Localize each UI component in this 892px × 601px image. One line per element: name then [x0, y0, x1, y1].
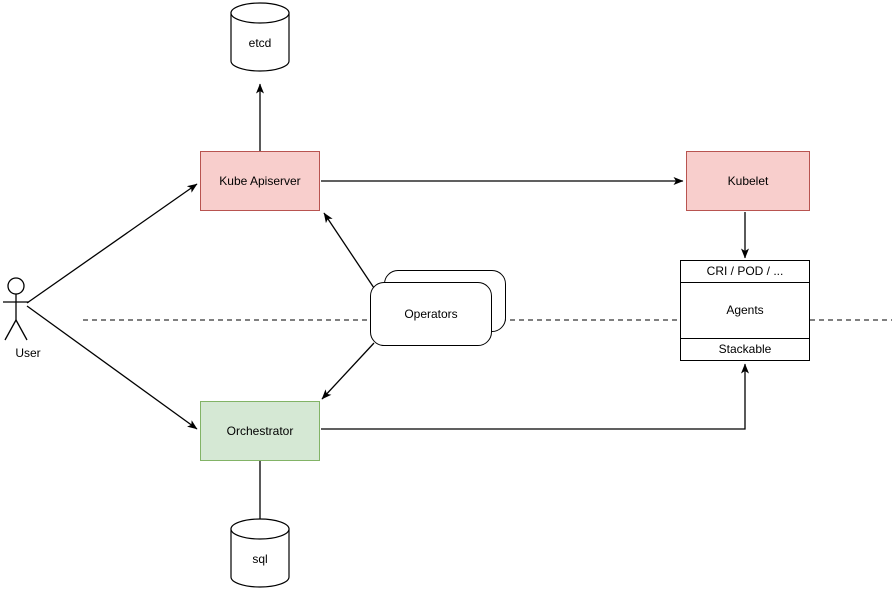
edge-user-to-orchestrator: [26, 305, 198, 430]
edge-operators-to-apiserver: [323, 212, 375, 289]
node-operators-front-card[interactable]: Operators: [370, 282, 492, 346]
node-etcd[interactable]: etcd: [230, 2, 290, 72]
node-agents-main-label: Agents: [726, 303, 764, 318]
user-stick-figure-icon: [3, 277, 29, 341]
node-agents-cri-label: CRI / POD / ...: [706, 264, 784, 279]
node-agents-stackable-label: Stackable: [718, 342, 772, 357]
cylinder-icon: [230, 2, 290, 72]
node-operators-label: Operators: [404, 306, 458, 321]
node-kube-apiserver-label: Kube Apiserver: [219, 173, 301, 188]
node-agents-cri-row[interactable]: CRI / POD / ...: [681, 261, 809, 283]
node-kube-apiserver[interactable]: Kube Apiserver: [200, 151, 320, 211]
node-sql[interactable]: sql: [230, 518, 290, 588]
node-kubelet[interactable]: Kubelet: [686, 151, 810, 211]
node-agents-main-row[interactable]: Agents: [681, 283, 809, 338]
node-agents-stackable-row[interactable]: Stackable: [681, 338, 809, 360]
node-user-label: User: [15, 346, 41, 360]
edge-user-to-apiserver: [26, 183, 198, 304]
node-orchestrator[interactable]: Orchestrator: [200, 401, 320, 461]
node-agents-stack[interactable]: CRI / POD / ... Agents Stackable: [680, 260, 810, 361]
edge-orchestrator-to-stackable: [321, 363, 749, 430]
node-sql-label: sql: [252, 552, 268, 566]
node-operators[interactable]: Operators: [370, 270, 506, 346]
edge-operators-to-orchestrator: [321, 342, 375, 400]
node-user-actor[interactable]: User: [2, 276, 54, 364]
cylinder-icon: [230, 518, 290, 588]
node-etcd-label: etcd: [248, 36, 272, 50]
node-kubelet-label: Kubelet: [727, 173, 769, 188]
node-orchestrator-label: Orchestrator: [226, 423, 294, 438]
